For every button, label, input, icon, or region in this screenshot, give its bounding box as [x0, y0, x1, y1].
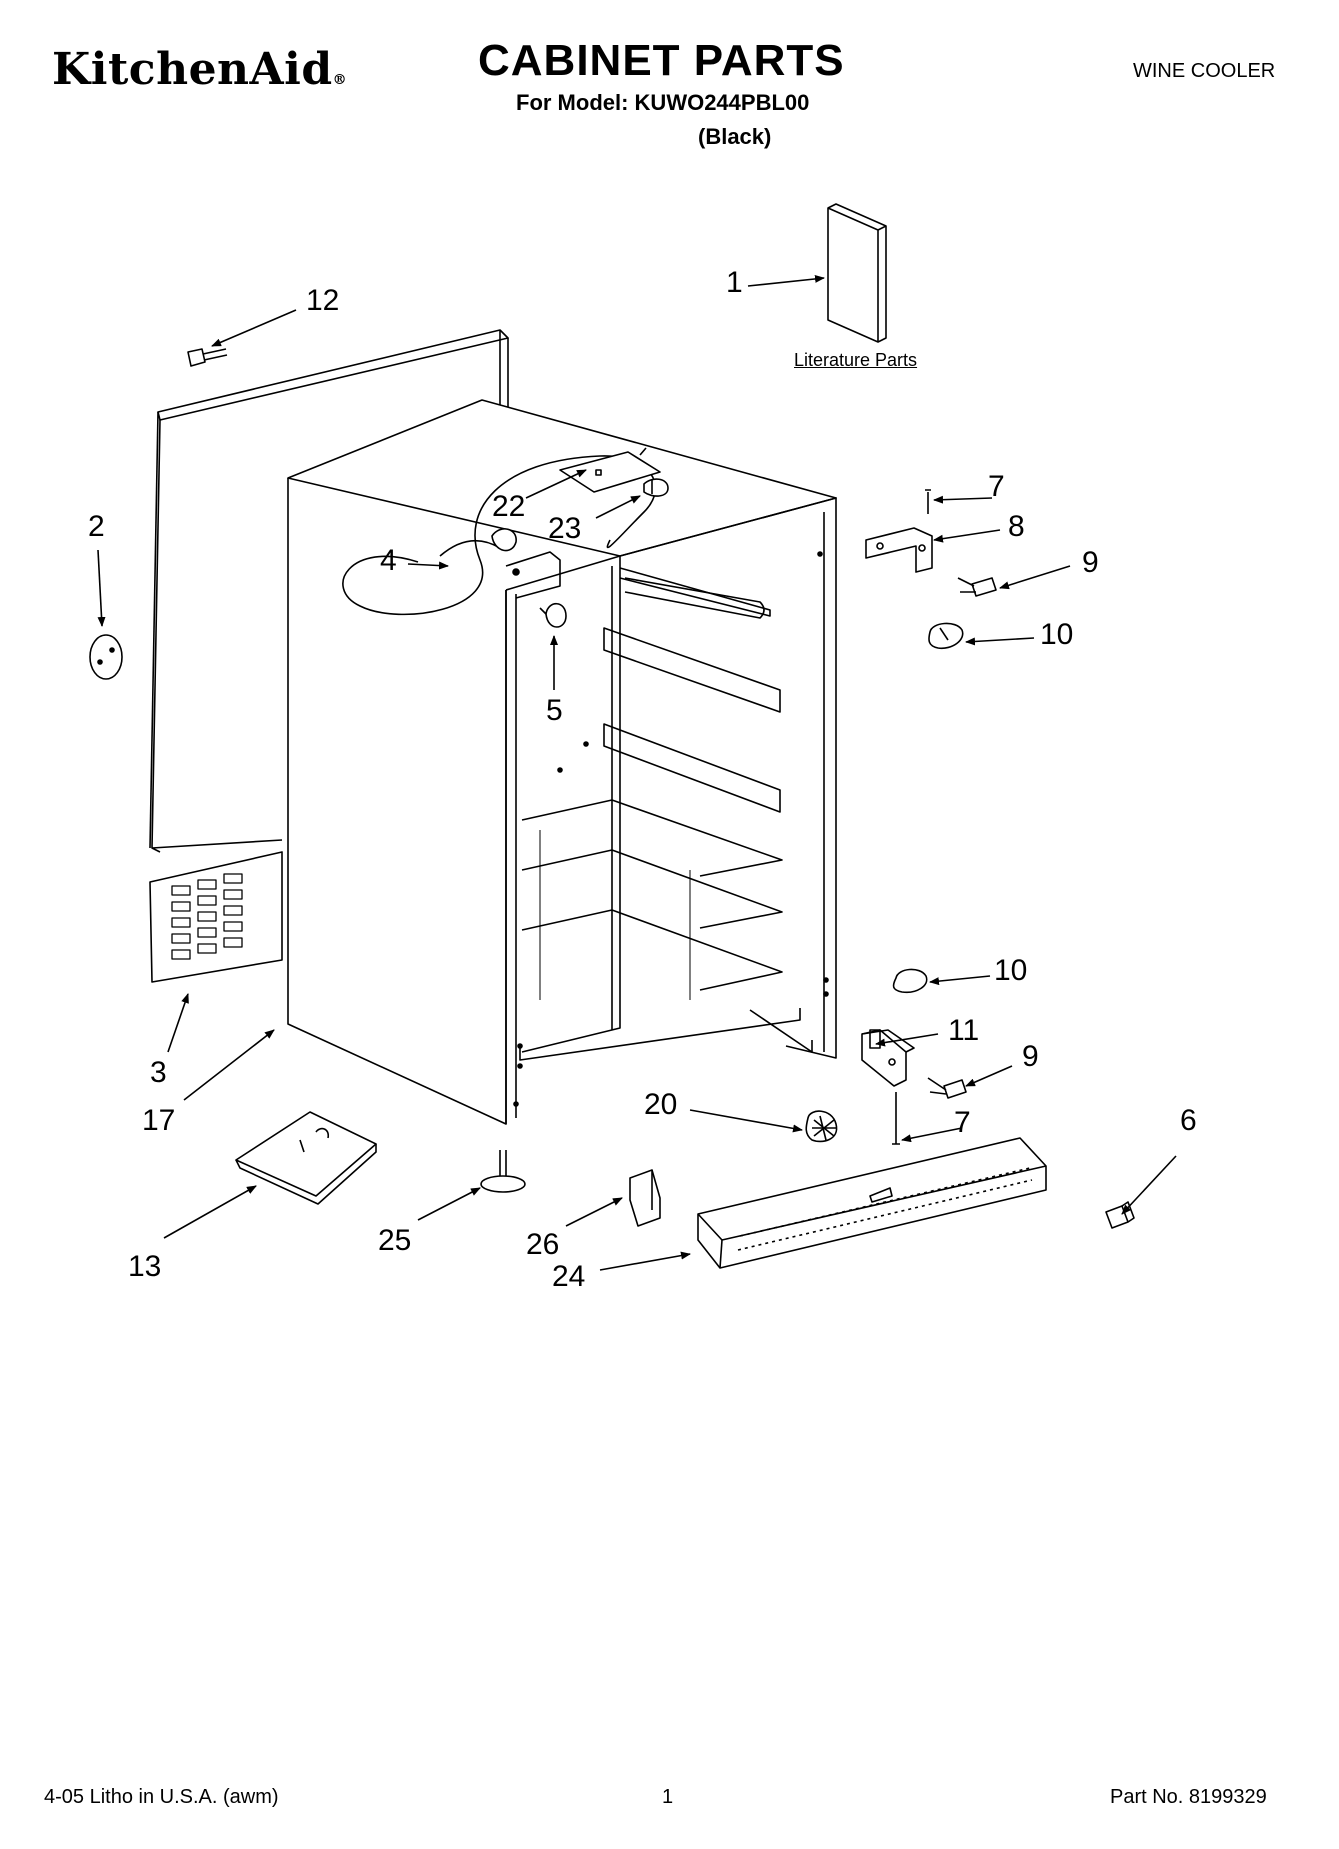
part-louvered-cover: [149, 851, 283, 983]
product-type: WINE COOLER: [1133, 60, 1276, 82]
callout-9-lower: 9: [1022, 1040, 1039, 1073]
callout-6: 6: [1180, 1104, 1197, 1137]
part-hinge-screw-upper: [957, 577, 997, 597]
brand-logo: KitchenAid®: [52, 44, 347, 95]
part-upper-hinge: [865, 527, 933, 573]
callout-1: 1: [726, 266, 743, 299]
callout-7-lower: 7: [954, 1106, 971, 1139]
part-plug: [89, 634, 123, 680]
callout-10-lower: 10: [994, 954, 1028, 987]
leader-arrows: [97, 274, 1177, 1271]
callout-13: 13: [128, 1250, 162, 1283]
part-control-knob: [643, 478, 669, 497]
callout-4: 4: [380, 544, 397, 577]
callout-20: 20: [644, 1088, 678, 1121]
page-title: CABINET PARTS: [478, 36, 845, 85]
color-line: (Black): [698, 124, 772, 149]
callout-26: 26: [526, 1228, 560, 1261]
model-line: For Model: KUWO244PBL00: [516, 90, 810, 115]
callout-22: 22: [492, 490, 526, 523]
callout-5: 5: [546, 694, 563, 727]
part-bumper: [539, 602, 567, 628]
part-hinge-screw-lower: [927, 1077, 967, 1099]
callout-8: 8: [1008, 510, 1025, 543]
part-hinge-pin-lower: [892, 1092, 900, 1145]
part-toe-grille: [697, 1137, 1047, 1269]
brand-registered-mark: ®: [332, 72, 348, 88]
part-hinge-cap-lower: [892, 968, 928, 994]
part-lower-hinge: [861, 1029, 915, 1087]
callout-10-upper: 10: [1040, 618, 1074, 651]
part-control-housing: [559, 447, 661, 493]
part-hinge-cap-upper: [928, 622, 964, 650]
callout-25: 25: [378, 1224, 412, 1257]
callout-2: 2: [88, 510, 105, 543]
page-number: 1: [662, 1786, 674, 1808]
part-screw-12: [187, 348, 228, 367]
part-leveling-leg: [480, 1150, 526, 1193]
callout-24: 24: [552, 1260, 586, 1293]
brand-name: KitchenAid: [52, 44, 333, 95]
part-cabinet: [287, 399, 837, 1125]
part-small-bracket: [629, 1169, 661, 1227]
callout-23: 23: [548, 512, 582, 545]
print-info: 4-05 Litho in U.S.A. (awm): [44, 1786, 279, 1808]
part-drain-pan: [235, 1111, 377, 1205]
callout-9-upper: 9: [1082, 546, 1099, 579]
part-hinge-pin-upper: [925, 489, 931, 514]
callout-12: 12: [306, 284, 340, 317]
part-thermistor: [342, 455, 657, 616]
callout-17: 17: [142, 1104, 176, 1137]
literature-parts-caption: Literature Parts: [794, 350, 918, 370]
callout-11: 11: [948, 1014, 980, 1047]
callout-3: 3: [150, 1056, 167, 1089]
part-literature-booklet: [827, 203, 887, 343]
part-number: Part No. 8199329: [1110, 1786, 1267, 1808]
part-fan: [805, 1110, 838, 1143]
part-rear-panel: [149, 329, 509, 853]
callout-7-upper: 7: [988, 470, 1005, 503]
